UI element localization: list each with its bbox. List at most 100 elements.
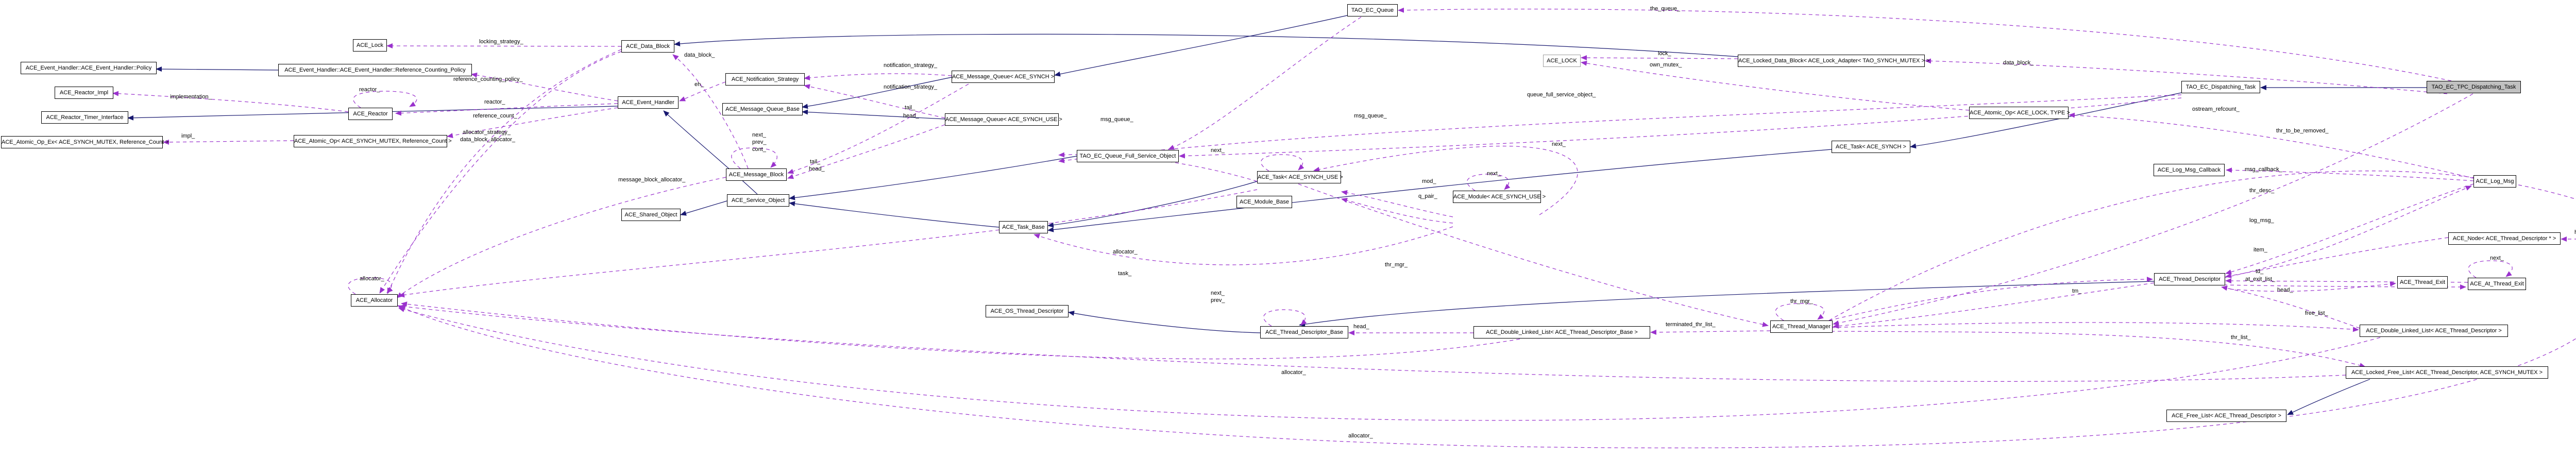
edge-label-L16: head_	[903, 113, 919, 119]
class-node-task_synch_use[interactable]: ACE_Task< ACE_SYNCH_USE >	[1257, 171, 1343, 183]
class-node-thread_descriptor[interactable]: ACE_Thread_Descriptor	[2154, 273, 2225, 285]
class-node-reactor_impl[interactable]: ACE_Reactor_Impl	[55, 87, 113, 99]
member-edges	[112, 7, 2576, 448]
edge-label-L20: prev_	[752, 139, 767, 145]
class-node-dispatching_task[interactable]: TAO_EC_Dispatching_Task	[2181, 81, 2260, 93]
edge-label-L19: next_	[752, 132, 766, 138]
edge-label-L46: allocator_	[360, 276, 384, 282]
inheritance-edges	[127, 15, 2427, 415]
edge-label-L37: next_	[1487, 171, 1501, 177]
edge-label-L15: tail_	[905, 105, 916, 111]
edge-label-L14: notification_strategy_	[884, 84, 937, 90]
edge-label-L55: free_list_	[2305, 310, 2328, 316]
edge-label-L29: next_	[1552, 141, 1566, 147]
edge-label-L21: cont_	[752, 146, 766, 153]
class-node-service_object[interactable]: ACE_Service_Object	[727, 194, 789, 207]
edge-label-L43: thr_mgr_	[1790, 298, 1814, 304]
edge-label-L58: next_	[2490, 255, 2504, 261]
edge-label-L39: next_	[1211, 290, 1225, 296]
edge-label-L28: data_block_	[2003, 60, 2034, 66]
class-node-module_base[interactable]: ACE_Module_Base	[1236, 196, 1292, 208]
class-node-message_queue_base[interactable]: ACE_Message_Queue_Base	[722, 103, 803, 115]
class-node-locked_free_list[interactable]: ACE_Locked_Free_List< ACE_Thread_Descrip…	[2346, 366, 2548, 379]
class-node-tao_ec_queue[interactable]: TAO_EC_Queue	[1347, 4, 1398, 16]
class-node-free_list[interactable]: ACE_Free_List< ACE_Thread_Descriptor >	[2166, 410, 2286, 422]
class-node-mq_synch[interactable]: ACE_Message_Queue< ACE_SYNCH >	[952, 71, 1055, 83]
class-node-thread_exit[interactable]: ACE_Thread_Exit	[2397, 276, 2448, 289]
edge-label-L3: reactor_	[359, 87, 380, 93]
class-node-event_handler[interactable]: ACE_Event_Handler	[618, 96, 679, 109]
class-node-thread_descriptor_base[interactable]: ACE_Thread_Descriptor_Base	[1260, 326, 1348, 338]
class-node-task_base[interactable]: ACE_Task_Base	[999, 221, 1048, 233]
edge-label-L47: tm_	[2072, 288, 2082, 294]
edge-label-L11: data_block_	[684, 52, 715, 58]
edge-label-L25: queue_full_service_object_	[1527, 92, 1596, 98]
class-node-node_td[interactable]: ACE_Node< ACE_Thread_Descriptor * >	[2448, 232, 2561, 245]
edge-label-L9: data_block_allocator_	[460, 137, 516, 143]
edge-label-L22: msg_queue_	[1100, 116, 1133, 123]
class-node-log_msg_callback[interactable]: ACE_Log_Msg_Callback	[2154, 164, 2225, 176]
edge-label-L50: log_msg_	[2249, 217, 2274, 224]
edge-label-L30: ostream_refcount_	[2192, 106, 2240, 112]
class-node-atomic_op_lock_type[interactable]: ACE_Atomic_Op< ACE_LOCK, TYPE >	[1969, 107, 2070, 119]
class-node-tpc_dispatching_task: TAO_EC_TPC_Dispatching_Task	[2427, 81, 2521, 93]
edge-label-L32: next_	[1211, 147, 1225, 154]
class-node-dll_tdb[interactable]: ACE_Double_Linked_List< ACE_Thread_Descr…	[1473, 326, 1650, 338]
edge-label-L17: tail_	[810, 159, 821, 165]
class-node-atomic_op_ex[interactable]: ACE_Atomic_Op_Ex< ACE_SYNCH_MUTEX, Refer…	[1, 136, 169, 148]
edge-label-L33: allocator_	[1113, 249, 1138, 255]
edge-label-L18: head_	[809, 166, 825, 172]
edge-label-L34: task_	[1118, 270, 1132, 277]
edge-label-L48: msg_callback_	[2245, 166, 2282, 173]
edge-label-L40: prev_	[1211, 297, 1225, 303]
edge-label-L41: head_	[1353, 324, 1369, 330]
class-node-ace_lock_param: ACE_LOCK	[1543, 55, 1581, 67]
edge-label-L1: locking_strategy_	[479, 39, 523, 45]
edge-label-L7: impl_	[181, 133, 195, 139]
edge-label-L51: item_	[2253, 247, 2267, 253]
class-node-queue_full_service_object[interactable]: TAO_EC_Queue_Full_Service_Object	[1077, 150, 1179, 162]
class-node-task_synch[interactable]: ACE_Task< ACE_SYNCH >	[1832, 141, 1910, 153]
edge-label-L53: at_exit_list_	[2245, 276, 2276, 282]
class-node-eh_ref_counting_policy[interactable]: ACE_Event_Handler::ACE_Event_Handler::Re…	[278, 64, 472, 76]
class-node-thread_manager[interactable]: ACE_Thread_Manager	[1770, 320, 1833, 333]
class-node-log_msg[interactable]: ACE_Log_Msg	[2473, 175, 2516, 188]
edge-label-L52: td_	[2256, 268, 2264, 275]
class-node-data_block[interactable]: ACE_Data_Block	[621, 40, 674, 53]
class-node-shared_object[interactable]: ACE_Shared_Object	[621, 209, 681, 221]
edge-label-L49: thr_desc_	[2249, 188, 2275, 194]
edge-label-L54: head_	[2277, 287, 2293, 293]
class-node-reactor_timer[interactable]: ACE_Reactor_Timer_Interface	[41, 111, 128, 124]
edge-label-L31: thr_to_be_removed_	[2276, 128, 2329, 134]
edge-label-L5: reference_counting_policy_	[453, 76, 523, 82]
class-node-message_block[interactable]: ACE_Message_Block	[726, 168, 787, 181]
edge-label-L4: reactor_	[484, 99, 505, 105]
edge-label-L23: msg_queue_	[1354, 113, 1387, 119]
edge-label-L8: allocator_strategy_	[463, 129, 511, 136]
edge-label-L13: notification_strategy_	[884, 62, 937, 69]
class-node-locked_data_block[interactable]: ACE_Locked_Data_Block< ACE_Lock_Adapter<…	[1738, 55, 1929, 67]
class-node-dll_td[interactable]: ACE_Double_Linked_List< ACE_Thread_Descr…	[2360, 325, 2508, 337]
class-node-ace_lock[interactable]: ACE_Lock	[353, 39, 387, 52]
class-node-os_thread_descriptor[interactable]: ACE_OS_Thread_Descriptor	[986, 305, 1069, 317]
class-node-notification_strategy[interactable]: ACE_Notification_Strategy	[725, 73, 805, 86]
edge-label-L38: thr_mgr_	[1385, 262, 1408, 268]
edge-label-L6: reference_count_	[473, 113, 517, 119]
edge-label-L45: allocator_	[1348, 433, 1373, 439]
edge-label-L44: allocator_	[1281, 369, 1306, 376]
edge-label-L27: own_mutex_	[1650, 62, 1682, 68]
class-node-at_thread_exit[interactable]: ACE_At_Thread_Exit	[2468, 278, 2526, 290]
class-node-policy[interactable]: ACE_Event_Handler::ACE_Event_Handler::Po…	[21, 62, 157, 74]
edge-label-L10: message_block_allocator_	[618, 177, 686, 183]
class-node-atomic_op_mutex_rc[interactable]: ACE_Atomic_Op< ACE_SYNCH_MUTEX, Referenc…	[294, 135, 452, 147]
edge-label-L26: lock_	[1658, 50, 1671, 57]
edge-label-L2: implementation_	[170, 94, 212, 100]
edge-label-L42: terminated_thr_list_	[1666, 321, 1716, 328]
class-node-module_synch_use[interactable]: ACE_Module< ACE_SYNCH_USE >	[1453, 191, 1546, 203]
edge-label-L24: the_queue_	[1650, 6, 1681, 12]
class-node-reactor[interactable]: ACE_Reactor	[348, 108, 393, 120]
class-node-allocator[interactable]: ACE_Allocator	[351, 294, 398, 307]
class-node-mq_synch_use[interactable]: ACE_Message_Queue< ACE_SYNCH_USE >	[945, 113, 1062, 126]
